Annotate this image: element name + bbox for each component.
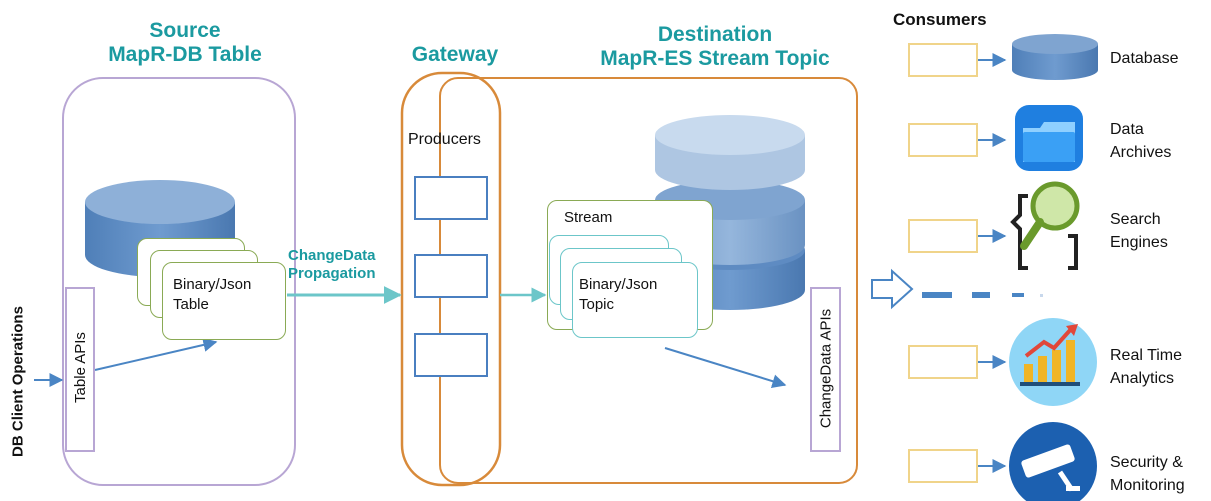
consumer-box-security bbox=[908, 449, 978, 483]
security-camera-icon bbox=[1009, 422, 1097, 501]
source-container bbox=[62, 77, 296, 486]
table-api-arrow bbox=[94, 338, 218, 371]
client-operations-label: DB Client Operations bbox=[9, 306, 27, 457]
consumer-label-search: Search Engines bbox=[1110, 211, 1168, 251]
table-api-box bbox=[65, 287, 95, 452]
changedata-api-label: ChangeData APIs bbox=[817, 308, 835, 429]
propagation-label: ChangeData Propagation bbox=[288, 247, 376, 283]
consumer-label-database: Database bbox=[1110, 50, 1179, 67]
topic-label-line2: Topic bbox=[579, 296, 615, 313]
gateway-title: Gateway bbox=[411, 43, 499, 66]
consumer-box-analytics bbox=[908, 345, 978, 379]
changedata-api-box bbox=[810, 287, 841, 452]
source-title: Source MapR-DB Table bbox=[80, 19, 290, 67]
consumer-label-archives: Data Archives bbox=[1110, 121, 1172, 161]
gateway-container bbox=[400, 71, 502, 487]
consumer-box-database bbox=[908, 43, 978, 77]
database-icon bbox=[1012, 34, 1098, 80]
analytics-chart-icon bbox=[1009, 318, 1097, 406]
output-hollow-arrow bbox=[871, 268, 914, 310]
propagation-label-line1: ChangeData bbox=[288, 247, 376, 264]
consumers-title: Consumers bbox=[893, 10, 987, 29]
source-title-line2: MapR-DB Table bbox=[108, 43, 262, 66]
topic-card: Binary/Json Topic bbox=[572, 262, 698, 338]
producer-box bbox=[414, 254, 488, 298]
topic-label-line1: Binary/Json bbox=[579, 276, 658, 293]
source-table-label-line2: Table bbox=[173, 296, 209, 313]
source-title-line1: Source bbox=[149, 19, 221, 42]
destination-title-line1: Destination bbox=[657, 23, 773, 46]
table-api-label: Table APIs bbox=[72, 332, 89, 403]
propagation-label-line2: Propagation bbox=[288, 265, 376, 282]
consumer-box-search bbox=[908, 219, 978, 253]
source-table-card: Binary/Json Table bbox=[162, 262, 286, 340]
consumer-box-archives bbox=[908, 123, 978, 157]
consumer-label-analytics: Real Time Analytics bbox=[1110, 347, 1183, 387]
changedata-api-arrow bbox=[664, 347, 787, 388]
destination-title: Destination MapR-ES Stream Topic bbox=[570, 23, 860, 71]
destination-title-line2: MapR-ES Stream Topic bbox=[600, 47, 830, 70]
search-icon bbox=[1010, 181, 1080, 270]
producers-label: Producers bbox=[408, 131, 481, 148]
stream-label: Stream bbox=[564, 209, 613, 226]
producer-box bbox=[414, 333, 488, 377]
consumer-label-security: Security & Monitoring bbox=[1110, 454, 1185, 494]
producer-box bbox=[414, 176, 488, 220]
folder-icon bbox=[1015, 105, 1083, 171]
source-table-label-line1: Binary/Json bbox=[173, 276, 252, 293]
dashed-separator bbox=[922, 292, 1043, 298]
